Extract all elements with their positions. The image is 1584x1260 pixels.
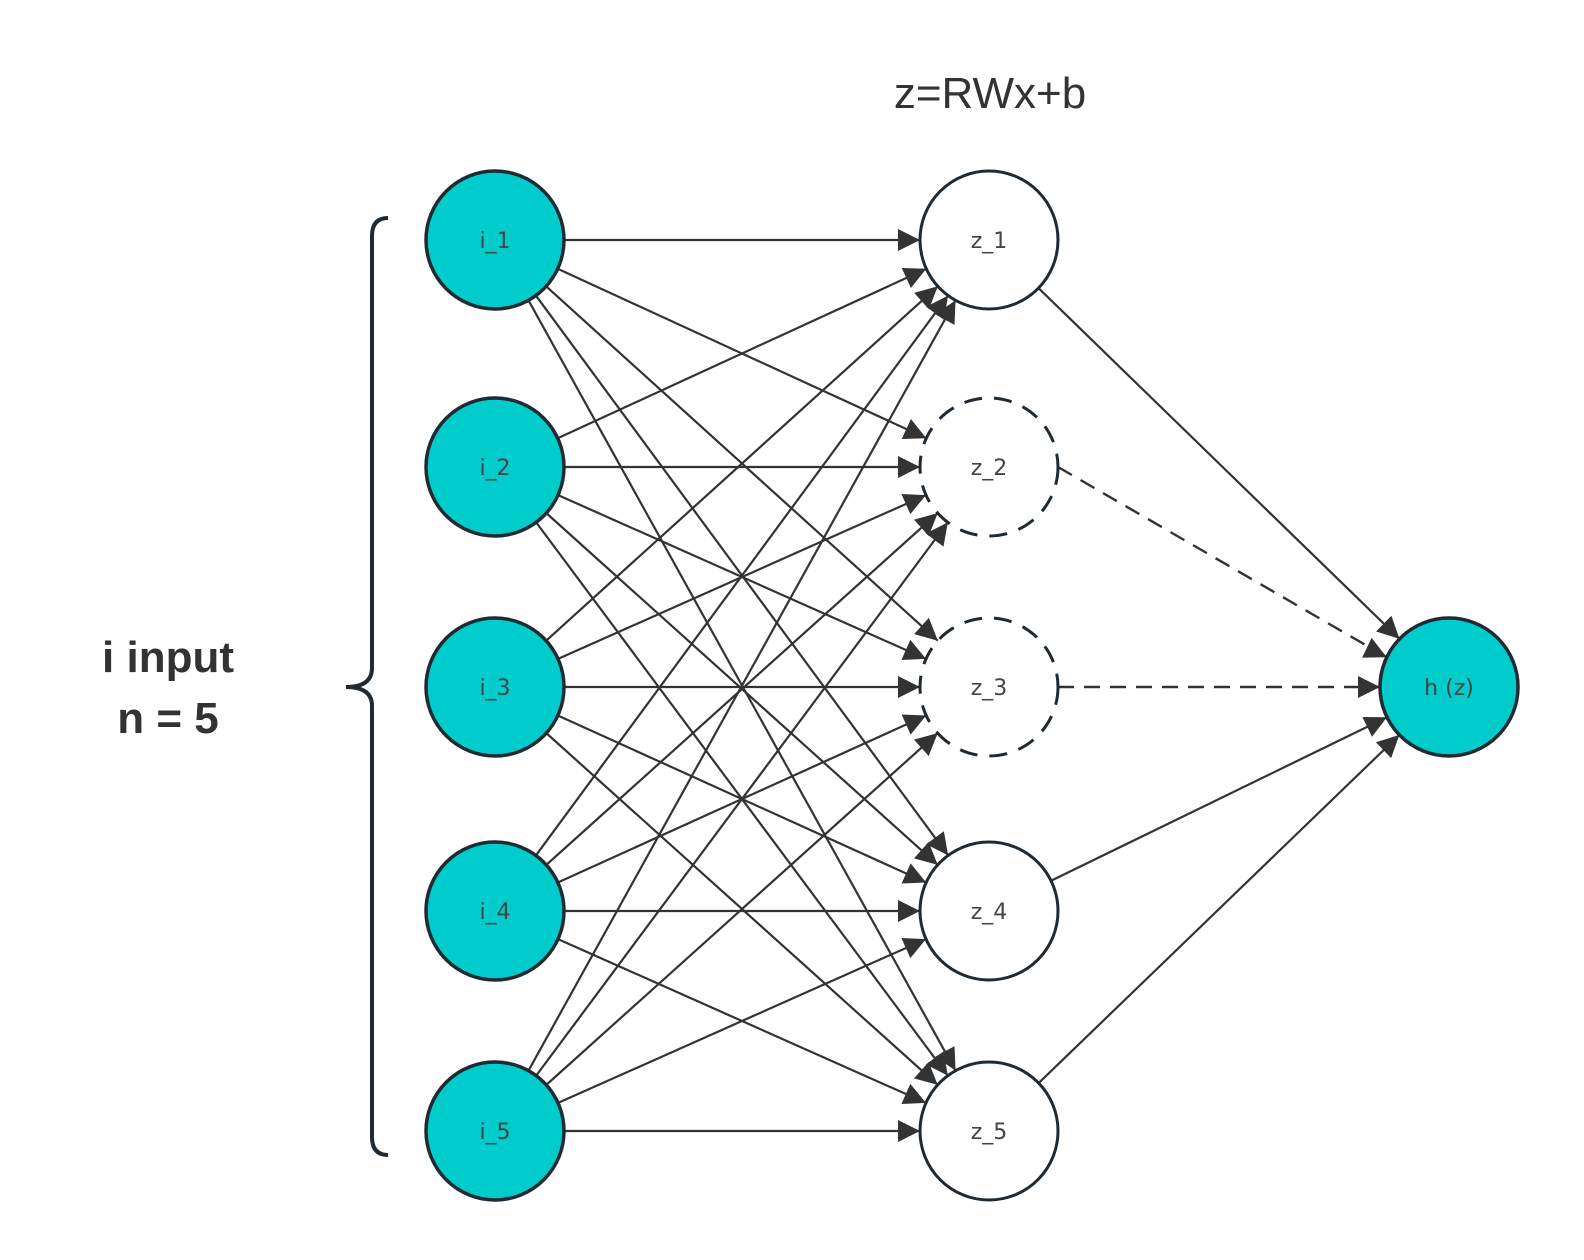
output-node-h: h (z): [1378, 616, 1520, 758]
nodes-layer: i_1 i_2 i_3 i_4 i_5 z_1 z_2 z_3 z_4 z_5 h (z): [424, 169, 1520, 1202]
input-brace: [345, 216, 389, 1157]
edge-i3-z1: [545, 285, 939, 642]
output-node-h-label: h (z): [1424, 676, 1474, 701]
arrowhead-i3-z2: [901, 493, 926, 515]
arrowhead-z1-h: [1376, 615, 1400, 639]
arrowhead-i2-z3: [901, 639, 926, 661]
input-count-label: n = 5: [117, 694, 219, 743]
edge-i4-z2: [545, 512, 939, 866]
edge-i5-z3: [545, 732, 939, 1086]
arrowhead-i4-z3: [901, 714, 927, 735]
hidden-node-z3-circle: [918, 616, 1060, 758]
arrowhead-i3-z4: [901, 863, 927, 884]
input-node-i5: i_5: [424, 1060, 566, 1202]
output-node-h-circle: [1378, 616, 1520, 758]
arrowhead-i1-z3: [914, 617, 938, 641]
arrowhead-z5-h: [1375, 734, 1400, 759]
edge-z1-h: [1037, 287, 1401, 640]
arrowhead-i5-z4: [901, 937, 926, 959]
edge-i2-z1: [557, 267, 927, 440]
hidden-node-z5: z_5: [918, 1060, 1060, 1202]
input-node-i3-circle: [424, 616, 566, 758]
arrowhead-z3-h: [1358, 676, 1380, 698]
hidden-node-z2-circle: [918, 396, 1060, 538]
input-group-label: i input n = 5: [102, 633, 234, 743]
input-node-i4-label: i_4: [479, 900, 510, 925]
edge-z2-h: [1057, 465, 1388, 659]
hidden-node-z1-circle: [918, 169, 1060, 311]
arrowhead-i3-z3: [898, 676, 920, 698]
input-node-i1: i_1: [424, 169, 566, 311]
hidden-node-z3-label: z_3: [971, 676, 1008, 701]
hidden-node-z4: z_4: [918, 840, 1060, 982]
input-node-i5-circle: [424, 1060, 566, 1202]
input-node-i2: i_2: [424, 396, 566, 538]
hidden-node-z2: z_2: [918, 396, 1060, 538]
hidden-node-z5-label: z_5: [971, 1120, 1008, 1145]
input-node-i2-label: i_2: [479, 456, 510, 481]
input-label-line1: i input: [102, 633, 234, 682]
arrowhead-i3-z5: [913, 1061, 938, 1085]
input-node-i5-label: i_5: [479, 1120, 510, 1145]
hidden-node-z4-circle: [918, 840, 1060, 982]
hidden-node-z1: z_1: [918, 169, 1060, 311]
arrowhead-i2-z5: [925, 1051, 948, 1076]
arrowhead-i4-z4: [898, 900, 920, 922]
arrowhead-i5-z1: [935, 300, 956, 325]
input-node-i2-circle: [424, 396, 566, 538]
arrowhead-i3-z1: [914, 286, 938, 310]
arrowhead-i1-z5: [935, 1046, 956, 1071]
edges-layer: [527, 238, 1401, 1133]
input-node-i4: i_4: [424, 840, 566, 982]
arrowhead-z4-h: [1362, 716, 1387, 737]
input-node-i1-label: i_1: [479, 229, 510, 254]
hidden-node-z4-label: z_4: [971, 900, 1008, 925]
edge-z4-h: [1050, 716, 1388, 882]
arrowhead-i5-z3: [913, 733, 938, 757]
edge-z5-h: [1037, 734, 1401, 1084]
arrowhead-i4-z5: [901, 1083, 926, 1105]
formula-title: z=RWx+b: [894, 69, 1086, 118]
arrowhead-i5-z2: [925, 522, 948, 547]
edge-i5-z1: [527, 299, 957, 1072]
arrowhead-i1-z4: [926, 831, 949, 856]
arrowhead-i4-z2: [913, 513, 938, 537]
hidden-node-z5-circle: [918, 1060, 1060, 1202]
edge-i5-z2: [535, 521, 949, 1077]
edge-i4-z1: [535, 294, 949, 857]
arrowheads-layer: [898, 229, 1400, 1142]
hidden-node-z2-label: z_2: [971, 456, 1008, 481]
arrowhead-i1-z2: [901, 419, 927, 439]
arrowhead-i2-z2: [898, 456, 920, 478]
input-node-i3-label: i_3: [479, 676, 510, 701]
arrowhead-i1-z1: [898, 229, 920, 251]
arrowhead-i2-z1: [901, 268, 927, 288]
input-node-i4-circle: [424, 840, 566, 982]
input-node-i1-circle: [424, 169, 566, 311]
input-node-i3: i_3: [424, 616, 566, 758]
arrowhead-i2-z4: [913, 841, 938, 865]
arrowhead-i5-z5: [898, 1120, 920, 1142]
edge-i5-z4: [557, 938, 927, 1104]
hidden-node-z3: z_3: [918, 616, 1060, 758]
hidden-node-z1-label: z_1: [971, 229, 1008, 254]
arrowhead-z2-h: [1362, 637, 1387, 658]
